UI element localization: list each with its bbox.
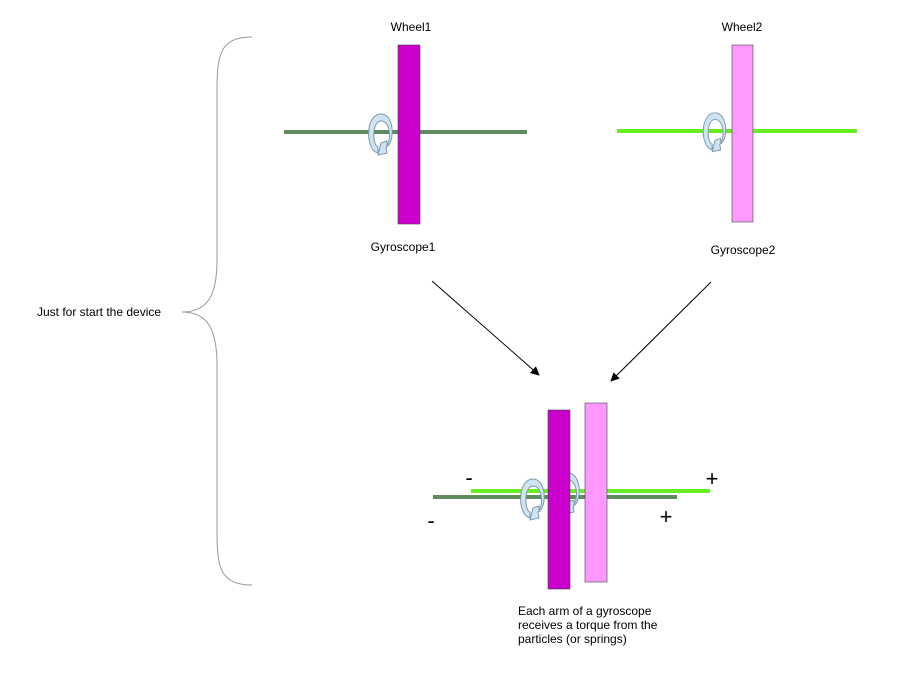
caption-line-2: receives a torque from the xyxy=(518,618,658,632)
curly-brace xyxy=(181,36,253,586)
combined-wheel2 xyxy=(584,402,608,583)
combined-wheel1 xyxy=(547,409,571,590)
gyroscope1-label: Gyroscope1 xyxy=(371,240,436,254)
gyroscope2 xyxy=(617,44,857,223)
gyroscope1 xyxy=(284,44,527,225)
pointer-arrow-right xyxy=(610,281,712,382)
wheel2 xyxy=(731,44,754,223)
caption-line-1: Each arm of a gyroscope xyxy=(518,604,652,618)
combined-device xyxy=(433,402,710,590)
sign-plus-green-axle: + xyxy=(706,466,719,491)
rotation-arrow-icon xyxy=(520,478,545,521)
rotation-arrow-icon xyxy=(368,113,393,156)
sign-plus-dark-axle: + xyxy=(660,504,673,529)
wheel1 xyxy=(397,44,421,225)
wheel2-label: Wheel2 xyxy=(722,20,763,34)
wheel1-label: Wheel1 xyxy=(391,20,432,34)
pointer-arrow-left xyxy=(431,280,540,376)
sign-minus-dark-axle: - xyxy=(427,508,434,533)
sign-minus-green-axle: - xyxy=(465,465,472,490)
brace-label: Just for start the device xyxy=(37,305,161,319)
caption-line-3: particles (or springs) xyxy=(518,632,627,646)
gyroscope2-label: Gyroscope2 xyxy=(711,243,776,257)
